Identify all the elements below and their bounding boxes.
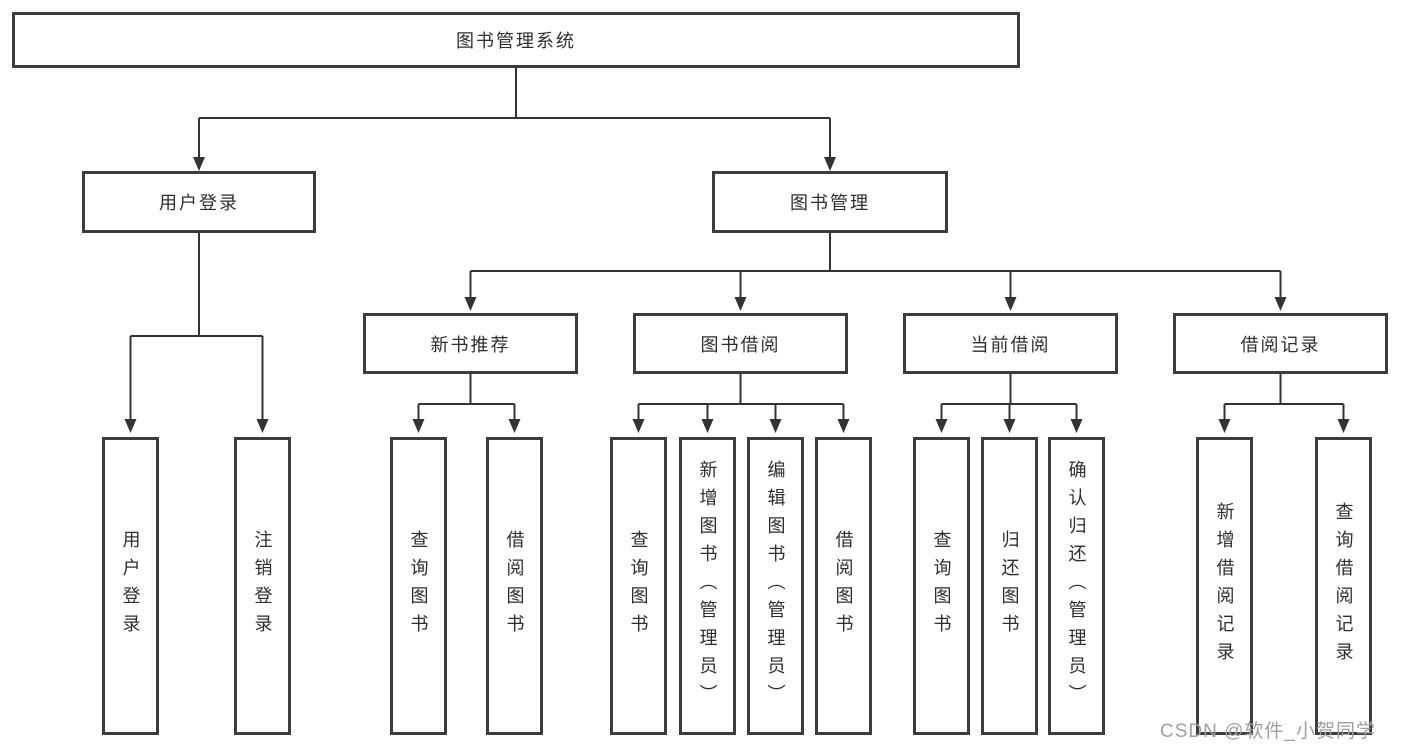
leaf-borrowing-add-books-admin-label: 新增图书（管理员） <box>697 460 718 712</box>
leaf-recommend-query-books: 查询图书 <box>390 437 447 735</box>
node-user-login: 用户登录 <box>82 171 316 233</box>
node-root: 图书管理系统 <box>12 12 1020 68</box>
leaf-user-login-label: 用户登录 <box>120 530 141 642</box>
node-current-borrowing: 当前借阅 <box>903 313 1118 374</box>
leaf-logout: 注销登录 <box>234 437 291 735</box>
leaf-user-login: 用户登录 <box>102 437 159 735</box>
leaf-current-confirm-return-admin: 确认归还（管理员） <box>1048 437 1105 735</box>
leaf-current-query-books-label: 查询图书 <box>931 530 952 642</box>
leaf-current-return-books-label: 归还图书 <box>999 530 1020 642</box>
leaf-current-confirm-return-admin-label: 确认归还（管理员） <box>1066 460 1087 712</box>
leaf-borrowing-borrow-books-label: 借阅图书 <box>833 530 854 642</box>
leaf-borrowing-borrow-books: 借阅图书 <box>815 437 872 735</box>
leaf-borrowing-edit-books-admin: 编辑图书（管理员） <box>747 437 804 735</box>
leaf-current-query-books: 查询图书 <box>913 437 970 735</box>
leaf-recommend-borrow-books: 借阅图书 <box>486 437 543 735</box>
csdn-watermark: CSDN @软件_小贺同学 <box>1160 721 1376 742</box>
leaf-records-query-record-label: 查询借阅记录 <box>1333 502 1354 670</box>
leaf-borrowing-query-books-label: 查询图书 <box>628 530 649 642</box>
node-borrowing-records: 借阅记录 <box>1173 313 1388 374</box>
leaf-logout-label: 注销登录 <box>252 530 273 642</box>
leaf-borrowing-edit-books-admin-label: 编辑图书（管理员） <box>765 460 786 712</box>
node-new-book-recommend: 新书推荐 <box>363 313 578 374</box>
leaf-records-add-record-label: 新增借阅记录 <box>1214 502 1235 670</box>
node-book-borrowing: 图书借阅 <box>633 313 848 374</box>
leaf-borrowing-query-books: 查询图书 <box>610 437 667 735</box>
leaf-current-return-books: 归还图书 <box>981 437 1038 735</box>
leaf-recommend-query-books-label: 查询图书 <box>408 530 429 642</box>
leaf-borrowing-add-books-admin: 新增图书（管理员） <box>679 437 736 735</box>
leaf-records-add-record: 新增借阅记录 <box>1196 437 1253 735</box>
node-book-management: 图书管理 <box>712 171 948 233</box>
leaf-records-query-record: 查询借阅记录 <box>1315 437 1372 735</box>
leaf-recommend-borrow-books-label: 借阅图书 <box>504 530 525 642</box>
